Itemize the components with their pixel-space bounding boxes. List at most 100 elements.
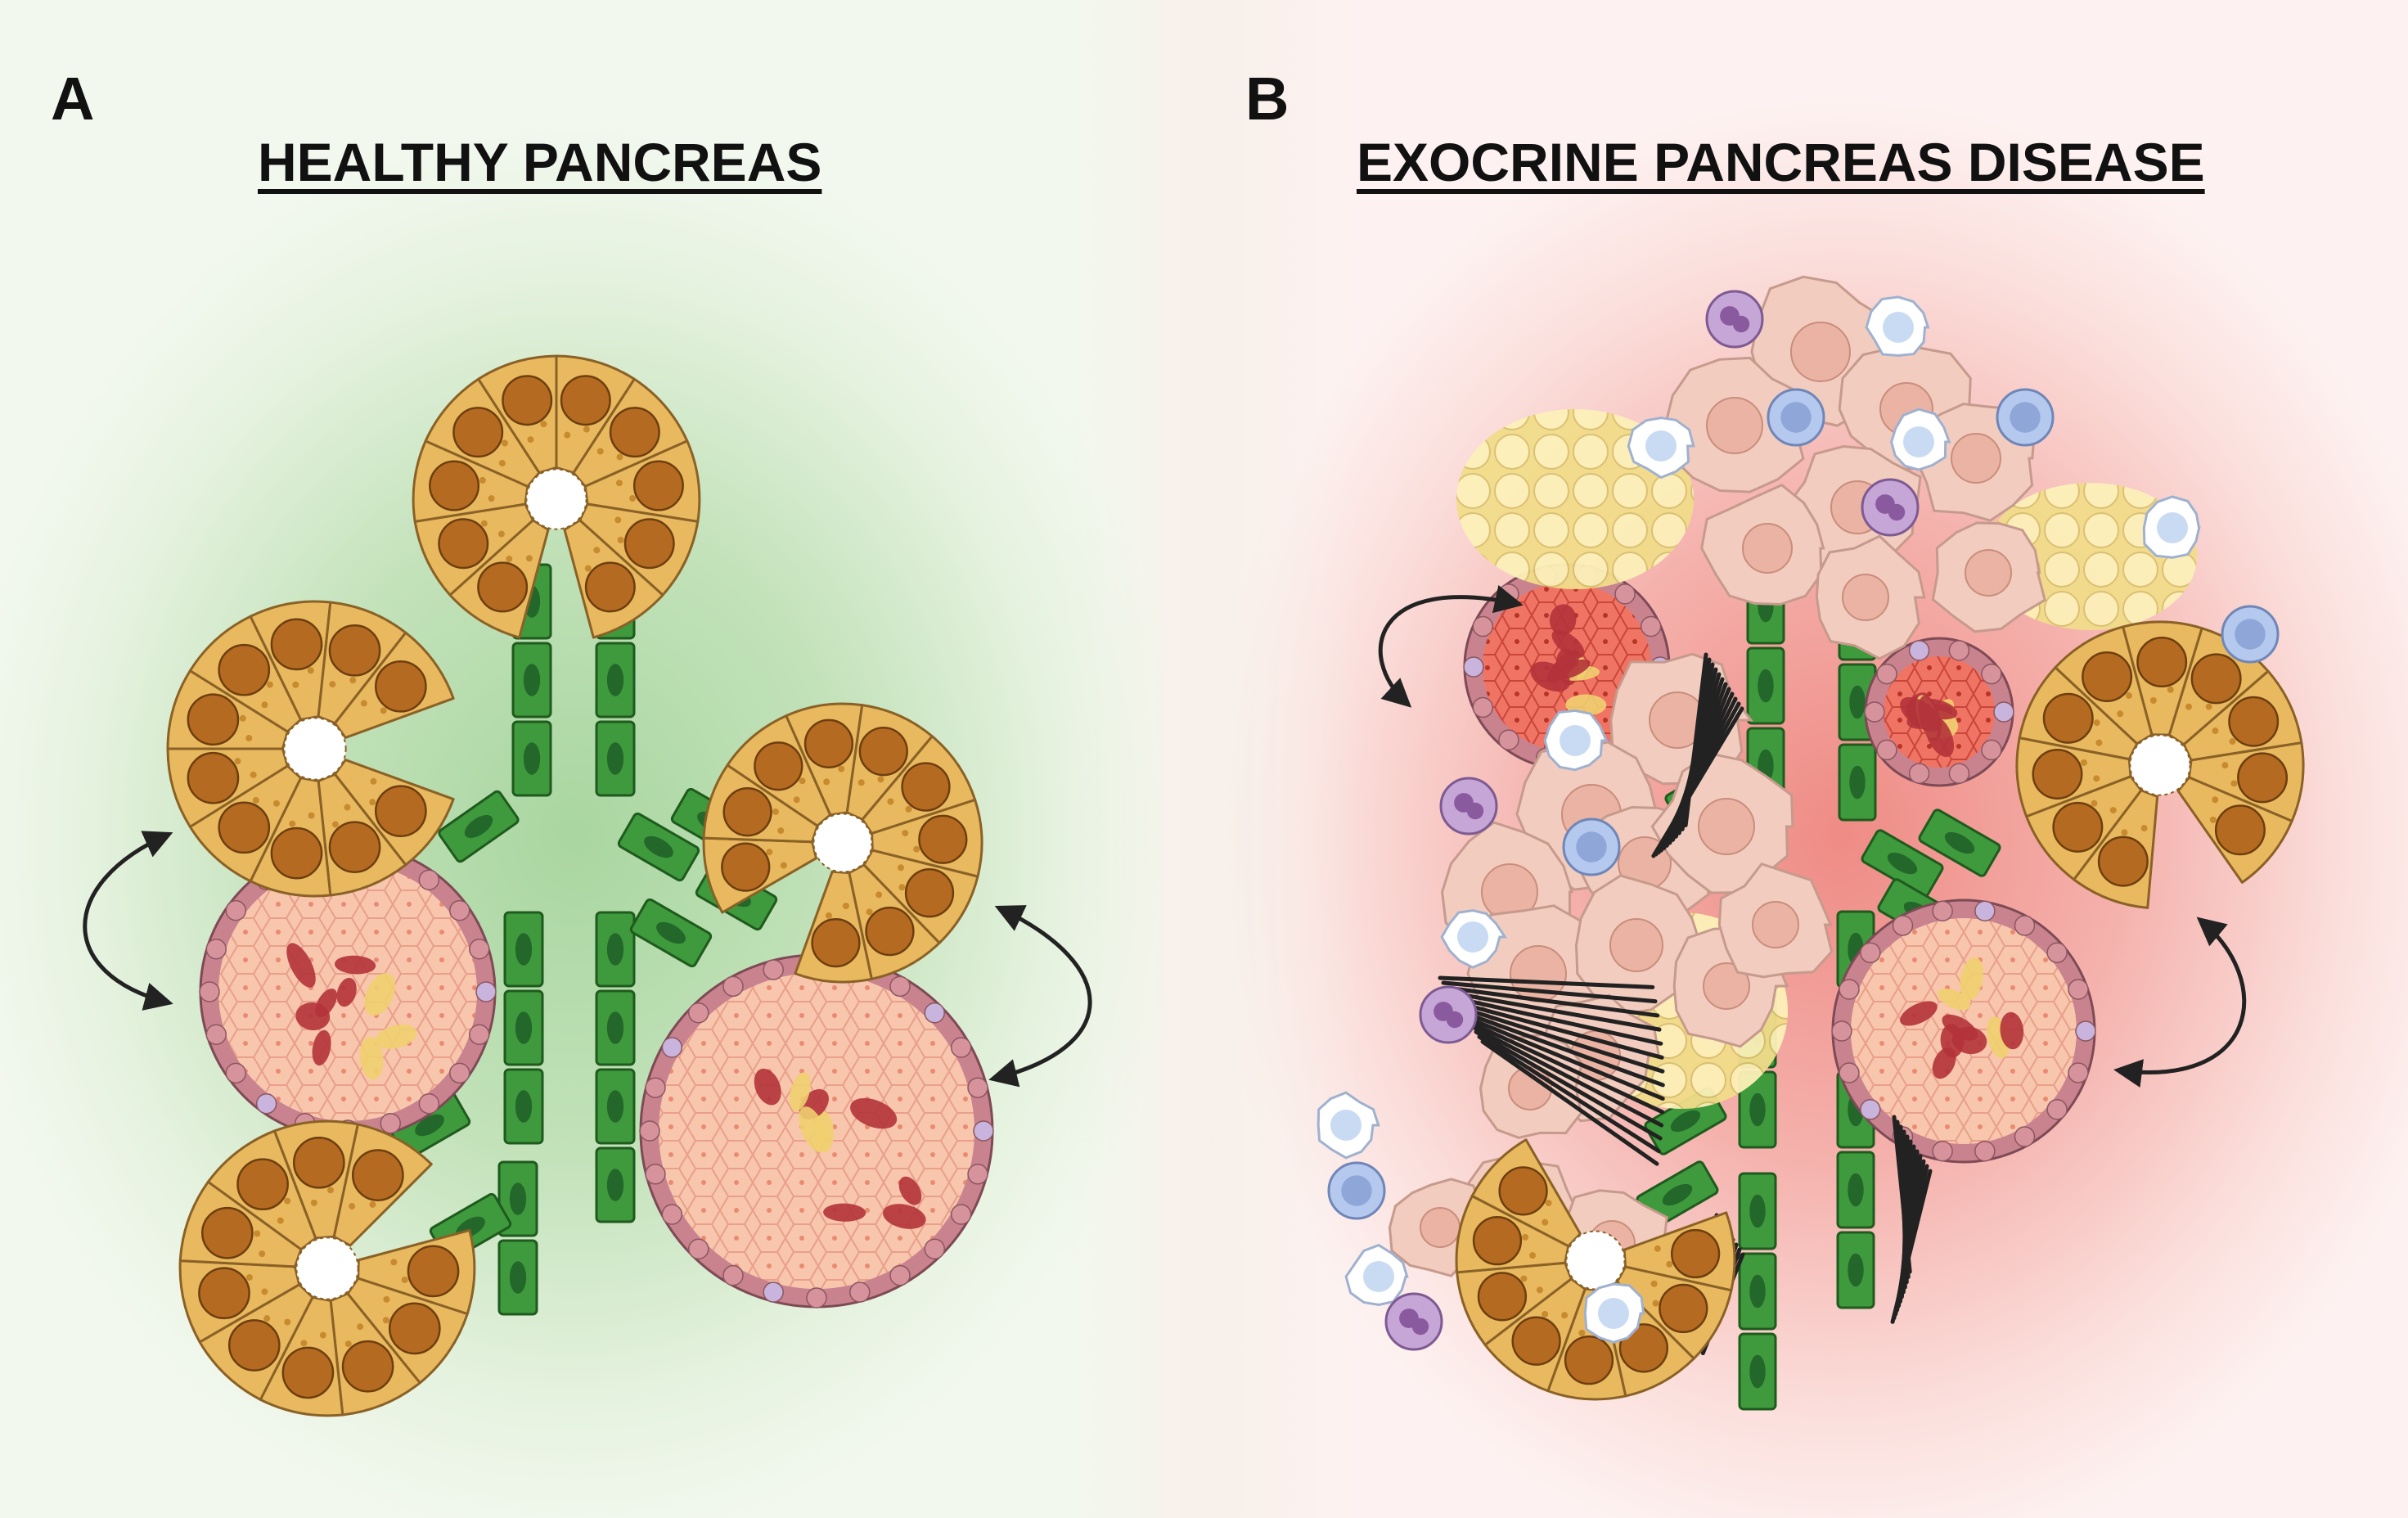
stellate-cell <box>1717 862 1834 979</box>
acinar-cell <box>1483 1277 1587 1393</box>
acinar-cell <box>346 1277 469 1385</box>
exchange-arrow <box>1378 584 1524 708</box>
acinar-cell <box>2054 625 2154 745</box>
acinus <box>702 702 983 984</box>
neutrophil-cell <box>1384 1292 1443 1351</box>
acinar-cell <box>188 764 303 883</box>
acinar-lumen <box>1565 1230 1626 1291</box>
acinus <box>166 600 455 898</box>
duct-cell <box>497 1239 538 1316</box>
acinar-cell <box>1455 1195 1570 1274</box>
fibrosis-strands <box>1651 652 1744 858</box>
duct-cell <box>1746 646 1785 725</box>
duct-cell <box>511 642 552 718</box>
duct-cell <box>1738 1172 1777 1250</box>
islet <box>639 953 994 1309</box>
duct-cell <box>1918 809 2001 877</box>
lymphocyte-cell <box>1865 295 1930 358</box>
panel-divider-fade <box>1064 0 1358 1518</box>
acinar-lumen <box>812 813 873 873</box>
acinar-cell <box>188 615 303 733</box>
stellate-cell <box>1574 874 1703 1016</box>
acinar-cell <box>1470 1138 1582 1248</box>
duct-cell <box>497 1160 538 1237</box>
duct-cell <box>1838 743 1877 822</box>
stellate-cell <box>1815 534 1926 660</box>
acinar-lumen <box>2129 734 2191 796</box>
acinar-cell <box>2176 776 2293 884</box>
duct-cell <box>1836 1231 1875 1309</box>
acinus <box>412 354 701 639</box>
panel-a-title: HEALTHY PANCREAS <box>258 132 822 192</box>
acinar-cell <box>357 1228 476 1316</box>
duct-cell <box>595 1146 636 1223</box>
stellate-cell <box>1700 483 1825 606</box>
duct-cell <box>503 989 544 1066</box>
lymphocyte-cell <box>1327 1161 1386 1220</box>
acinus <box>2015 620 2305 909</box>
duct-cell <box>595 911 636 988</box>
acinar-cell <box>862 849 979 944</box>
neutrophil-cell <box>1419 985 1478 1044</box>
duct-cell <box>595 720 636 797</box>
acinar-cell <box>848 863 941 980</box>
acinar-cell <box>1615 1265 1733 1360</box>
acinar-cell <box>329 1292 421 1417</box>
lymphocyte-cell <box>1767 388 1825 447</box>
lymphocyte-cell <box>1317 1091 1380 1160</box>
duct-cell <box>1836 1151 1875 1229</box>
panel-a-letter: A <box>51 65 95 133</box>
lymphocyte-cell <box>1344 1243 1409 1307</box>
acinar-cell <box>845 704 934 821</box>
acinar-cell <box>1623 1211 1736 1292</box>
acinar-cell <box>332 1123 433 1247</box>
duct-cell <box>1738 1332 1777 1411</box>
lymphocyte-cell <box>1562 818 1621 876</box>
acinus <box>1455 1138 1736 1401</box>
acinar-lumen <box>283 717 347 781</box>
stellate-cell <box>1931 521 2046 633</box>
islet <box>199 843 497 1141</box>
acinar-cell <box>178 1180 303 1268</box>
duct-cell <box>503 911 544 988</box>
acinar-cell <box>2187 741 2305 822</box>
exchange-arrow <box>988 905 1092 1088</box>
acinar-cell <box>563 519 664 639</box>
acinar-cell <box>2122 620 2203 736</box>
neutrophil-cell <box>1705 290 1764 349</box>
duct-cell <box>1738 1070 1777 1149</box>
lymphocyte-cell <box>1543 709 1609 772</box>
acinar-cell <box>572 377 689 488</box>
inflamed-islet <box>1864 637 2014 787</box>
duct-cell <box>595 1068 636 1145</box>
panel-b-letter: B <box>1245 65 1290 133</box>
lymphocyte-cell <box>1996 388 2055 447</box>
lymphocyte-cell <box>1440 909 1508 969</box>
panel-b-title: EXOCRINE PANCREAS DISEASE <box>1357 132 2205 192</box>
acinar-cell <box>166 747 289 828</box>
neutrophil-cell <box>1439 777 1498 836</box>
acinar-lumen <box>295 1236 359 1300</box>
acinar-cell <box>794 870 873 984</box>
lymphocyte-cell <box>1890 408 1951 471</box>
acinar-cell <box>333 631 455 739</box>
lymphocyte-cell <box>1627 417 1695 480</box>
neutrophil-cell <box>1861 478 1920 537</box>
exchange-arrow <box>2113 917 2247 1088</box>
acinar-cell <box>259 1295 344 1417</box>
islet <box>1831 899 2096 1164</box>
duct-cell <box>617 812 700 882</box>
fibrosis-strands <box>1438 975 1665 1166</box>
duct-cell <box>629 898 713 968</box>
duct-cell <box>595 989 636 1066</box>
acinar-cell <box>2025 775 2143 881</box>
acinar-cell <box>2073 789 2159 909</box>
duct-cell <box>511 720 552 797</box>
acinar-cell <box>702 836 818 914</box>
acinar-lumen <box>525 468 587 530</box>
lymphocyte-cell <box>1583 1282 1645 1344</box>
duct-cell <box>1861 829 1944 898</box>
duct-cell <box>595 642 636 718</box>
